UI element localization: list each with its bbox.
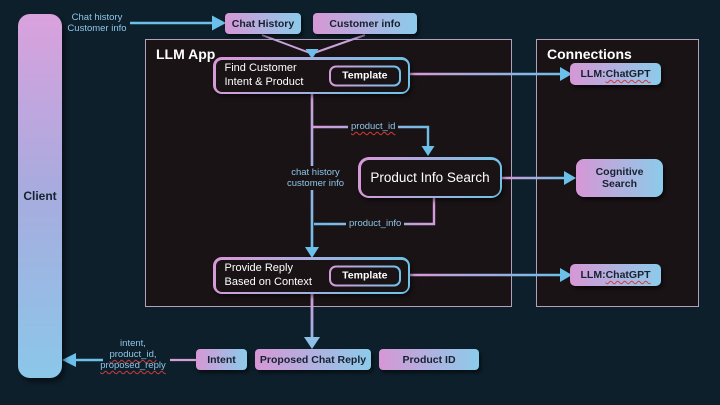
intent-node: Intent [196, 349, 247, 370]
product-id-edge-label: product_id [348, 120, 399, 133]
find-intent-node: Find Customer Intent & Product Template [213, 57, 410, 94]
llm-chatgpt-bottom-node: LLM: ChatGPT [570, 264, 661, 286]
llm-app-title: LLM App [156, 46, 216, 62]
provide-reply-label: Provide Reply Based on Context [224, 262, 312, 288]
client-node: Client [18, 14, 62, 378]
cognitive-search-node: Cognitive Search [576, 159, 663, 197]
product-id-node: Product ID [379, 349, 479, 370]
chat-history-node: Chat History [225, 13, 301, 34]
connections-title: Connections [547, 46, 632, 62]
product-info-search-node: Product Info Search [358, 157, 502, 198]
return-data-label: intent, product_id, proposed_reply [100, 338, 166, 371]
find-template-badge: Template [329, 65, 401, 86]
provide-reply-node: Provide Reply Based on Context Template [213, 257, 410, 294]
product-info-edge-label: product_info [346, 217, 405, 230]
customer-info-node: Customer info [313, 13, 417, 34]
proposed-chat-reply-node: Proposed Chat Reply [255, 349, 371, 370]
llm-chatgpt-top-node: LLM: ChatGPT [570, 63, 661, 85]
client-label: Client [23, 189, 57, 203]
reply-template-badge: Template [329, 265, 401, 286]
find-intent-label: Find Customer Intent & Product [224, 62, 304, 88]
connections-container: Connections [536, 39, 699, 307]
source-data-label: Chat history Customer info [67, 12, 127, 34]
context-edge-label: chat history customer info [284, 166, 347, 190]
